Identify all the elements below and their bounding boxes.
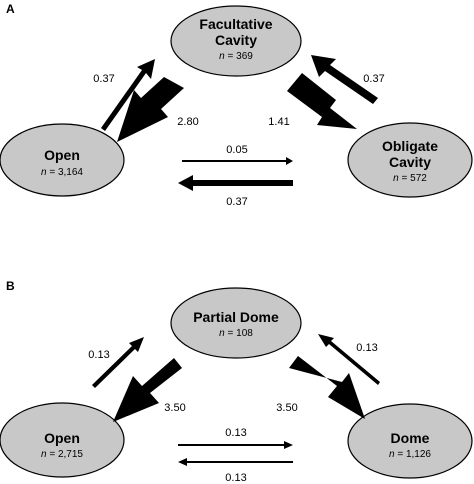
node-ellipse <box>347 122 473 198</box>
arrow-shape <box>117 77 184 142</box>
edge-label-open-to-partial-dome: 0.13 <box>88 349 109 361</box>
node-title-line: Open <box>44 430 80 446</box>
node-open: Open n = 3,164 <box>0 123 125 197</box>
edge-label-dome-to-partial-dome: 0.13 <box>356 342 377 354</box>
arrow-shape <box>178 441 293 449</box>
edge-arrow-obligate-to-open <box>178 175 293 191</box>
node-facultative-cavity: Facultative Cavity n = 369 <box>170 5 302 77</box>
edge-arrow-partial-dome-to-dome <box>289 356 365 419</box>
node-title-line: Cavity <box>389 154 431 170</box>
edge-label-obligate-to-open: 0.37 <box>226 196 247 208</box>
edge-label-open-to-dome: 0.13 <box>225 427 246 439</box>
arrow-shape <box>178 458 293 466</box>
edge-arrow-open-to-obligate <box>182 157 293 165</box>
node-ellipse <box>0 123 125 197</box>
node-partial-dome: Partial Dome n = 108 <box>170 287 302 359</box>
arrow-shape <box>92 337 144 388</box>
node-count: n = 2,715 <box>41 449 83 460</box>
panel-label-a: A <box>6 2 15 16</box>
edge-label-partial-dome-to-dome: 3.50 <box>276 402 297 414</box>
edge-arrow-open-to-dome <box>178 441 293 449</box>
arrow-shape <box>113 358 182 422</box>
node-title-line: Open <box>44 147 80 163</box>
node-title-line: Facultative <box>199 16 272 32</box>
edge-arrow-obligate-to-facultative <box>311 55 378 104</box>
edge-arrow-facultative-to-obligate <box>287 73 357 129</box>
node-ellipse <box>170 5 302 77</box>
node-title-line: Cavity <box>215 32 257 48</box>
node-count: n = 1,126 <box>389 449 431 460</box>
panel-b: B Partial Dome n = 108 Open n = 2,715 Do… <box>0 279 473 484</box>
edge-label-facultative-to-open: 2.80 <box>177 116 198 128</box>
node-count: n = 572 <box>393 173 427 184</box>
node-ellipse <box>170 287 302 359</box>
node-obligate-cavity: Obligate Cavity n = 572 <box>347 122 473 198</box>
node-ellipse <box>0 402 125 478</box>
node-title-line: Obligate <box>382 138 438 154</box>
node-count: n = 108 <box>219 328 253 339</box>
node-count: n = 3,164 <box>41 167 83 178</box>
arrow-shape <box>318 334 380 385</box>
node-dome: Dome n = 1,126 <box>347 403 473 479</box>
panel-label-b: B <box>6 279 15 293</box>
arrow-shape <box>311 55 378 104</box>
node-title-line: Partial Dome <box>193 309 279 325</box>
edge-label-obligate-to-facultative: 0.37 <box>363 73 384 85</box>
edge-arrow-open-to-partial-dome <box>92 337 144 388</box>
arrow-shape <box>178 175 293 191</box>
arrow-shape <box>287 73 357 129</box>
arrow-shape <box>101 59 155 131</box>
edge-arrow-partial-dome-to-open <box>113 358 182 422</box>
edge-arrow-dome-to-open <box>178 458 293 466</box>
edge-arrow-open-to-facultative <box>101 59 155 131</box>
node-title-line: Dome <box>391 430 430 446</box>
edge-label-open-to-obligate: 0.05 <box>226 144 247 156</box>
node-ellipse <box>347 403 473 479</box>
node-open: Open n = 2,715 <box>0 402 125 478</box>
arrow-shape <box>289 356 365 419</box>
edge-label-open-to-facultative: 0.37 <box>93 73 114 85</box>
edge-label-dome-to-open: 0.13 <box>225 472 246 484</box>
node-count: n = 369 <box>219 51 253 62</box>
edge-arrow-dome-to-partial-dome <box>318 334 380 385</box>
edge-label-facultative-to-obligate: 1.41 <box>268 116 289 128</box>
edge-arrow-facultative-to-open <box>117 77 184 142</box>
arrow-shape <box>182 157 293 165</box>
edge-label-partial-dome-to-open: 3.50 <box>164 402 185 414</box>
panel-a: A Facultative Cavity n = 369 Open n = 3,… <box>0 2 473 208</box>
